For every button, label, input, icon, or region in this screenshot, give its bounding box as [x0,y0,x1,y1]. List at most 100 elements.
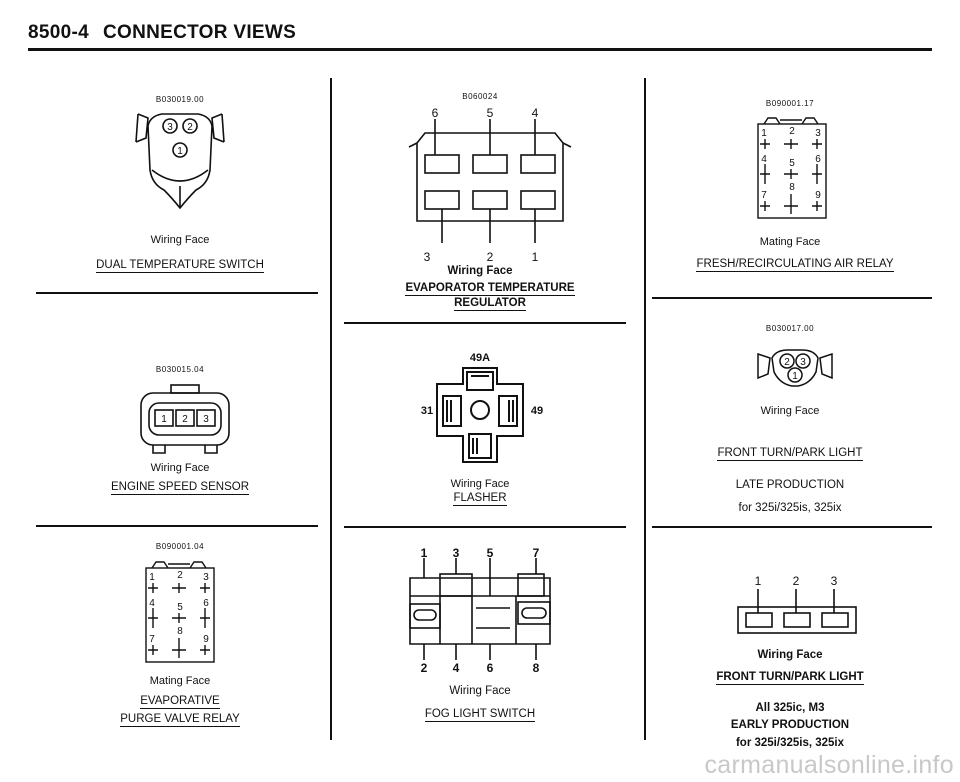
caption: FRESH/RECIRCULATING AIR RELAY [696,258,894,272]
pin-label: 31 [421,405,433,417]
diagram-code: B030017.00 [765,324,815,333]
pin-label: 2 [789,126,795,137]
evaporative-purge-relay-connector: 1 2 3 4 5 6 7 8 9 [145,561,215,663]
column-divider-right [644,78,646,740]
pin-label: 6 [815,154,821,165]
pin-label: 3 [453,546,460,560]
front-turn-late-connector: 2 3 1 [757,349,833,387]
pin-label: 5 [177,602,183,613]
evaporator-regulator-connector: 6 5 4 3 2 1 [408,106,572,264]
pin-label: 3 [800,357,806,368]
pin-label: 9 [815,190,821,201]
pin-label: 9 [203,634,209,645]
row-divider [652,297,932,299]
caption-line2: REGULATOR [454,297,526,311]
pin-label: 4 [149,598,155,609]
pin-label: 1 [532,250,539,264]
fresh-recirc-relay-connector: 1 2 3 4 5 6 7 8 9 [757,117,827,219]
pin-label: 2 [784,357,790,368]
pin-label: 3 [203,414,209,425]
face-label: Wiring Face [450,478,510,490]
caption-line1: EVAPORATOR TEMPERATURE [405,282,575,296]
row-divider [344,526,626,528]
caption-line2: PURGE VALVE RELAY [120,713,240,727]
diagram-code: B090001.17 [765,99,815,108]
pin-label: 3 [203,572,209,583]
diagram-code: B090001.04 [155,542,205,551]
row-divider [344,322,626,324]
pin-label: 1 [149,572,155,583]
note: for 325i/325is, 325ix [735,737,845,749]
pin-label: 6 [203,598,209,609]
pin-label: 3 [424,250,431,264]
page-number: 8500-4 [28,22,89,43]
pin-label: 5 [789,158,795,169]
pin-label: 3 [167,122,173,133]
pin-label: 7 [533,546,540,560]
pin-label: 6 [432,106,439,120]
note: EARLY PRODUCTION [730,719,850,731]
face-label: Wiring Face [760,405,820,417]
face-label: Wiring Face [150,462,210,474]
flasher-connector: 49A 31 49 [421,352,543,463]
page-title: 8500-4 CONNECTOR VIEWS [28,22,296,44]
note: All 325ic, M3 [755,702,825,714]
face-label: Wiring Face [449,685,511,697]
pin-label: 7 [149,634,155,645]
caption: DUAL TEMPERATURE SWITCH [96,259,264,273]
pin-label: 1 [755,574,762,588]
pin-label: 6 [487,661,494,675]
row-divider [36,292,318,294]
pin-label: 1 [177,146,183,157]
note: LATE PRODUCTION [735,479,845,491]
engine-speed-sensor-connector: 1 2 3 [140,384,230,454]
pin-label: 7 [761,190,767,201]
diagram-code: B030015.04 [155,365,205,374]
pin-label: 2 [177,570,183,581]
caption: FOG LIGHT SWITCH [424,708,536,722]
pin-label: 1 [421,546,428,560]
pin-label: 4 [453,661,460,675]
caption-line1: EVAPORATIVE [140,695,220,709]
column-divider-left [330,78,332,740]
pin-label: 1 [792,371,798,382]
row-divider [36,525,318,527]
pin-label: 1 [761,128,767,139]
pin-label: 5 [487,106,494,120]
row-divider [652,526,932,528]
face-label: Mating Face [149,675,211,687]
pin-label: 3 [815,128,821,139]
pin-label: 1 [161,414,167,425]
face-label: Wiring Face [447,265,513,277]
section-title: CONNECTOR VIEWS [102,22,297,43]
pin-label: 8 [533,661,540,675]
watermark: carmanualsonline.info [704,751,954,779]
pin-label: 4 [532,106,539,120]
pin-label: 2 [182,414,188,425]
caption: FRONT TURN/PARK LIGHT [716,671,864,685]
caption: FLASHER [453,492,507,506]
dual-temperature-switch-connector: 3 2 1 [135,113,225,210]
header-rule [28,48,932,51]
pin-label: 8 [789,182,795,193]
pin-label: 2 [487,250,494,264]
face-label: Mating Face [759,236,821,248]
pin-label: 8 [177,626,183,637]
pin-label: 2 [421,661,428,675]
note: for 325i/325is, 325ix [738,502,842,514]
fog-light-switch-connector: 1 3 5 7 2 4 6 8 [409,546,551,675]
face-label: Wiring Face [150,234,210,246]
pin-label: 49A [470,352,490,364]
pin-label: 2 [187,122,193,133]
diagram-code: B030019.00 [155,95,205,104]
pin-label: 5 [487,546,494,560]
pin-label: 3 [831,574,838,588]
pin-label: 2 [793,574,800,588]
caption: ENGINE SPEED SENSOR [110,481,250,495]
caption: FRONT TURN/PARK LIGHT [717,447,863,461]
diagram-code: B060024 [462,92,498,101]
front-turn-early-connector: 1 2 3 [737,574,857,634]
pin-label: 49 [531,405,543,417]
pin-label: 4 [761,154,767,165]
face-label: Wiring Face [757,649,823,661]
